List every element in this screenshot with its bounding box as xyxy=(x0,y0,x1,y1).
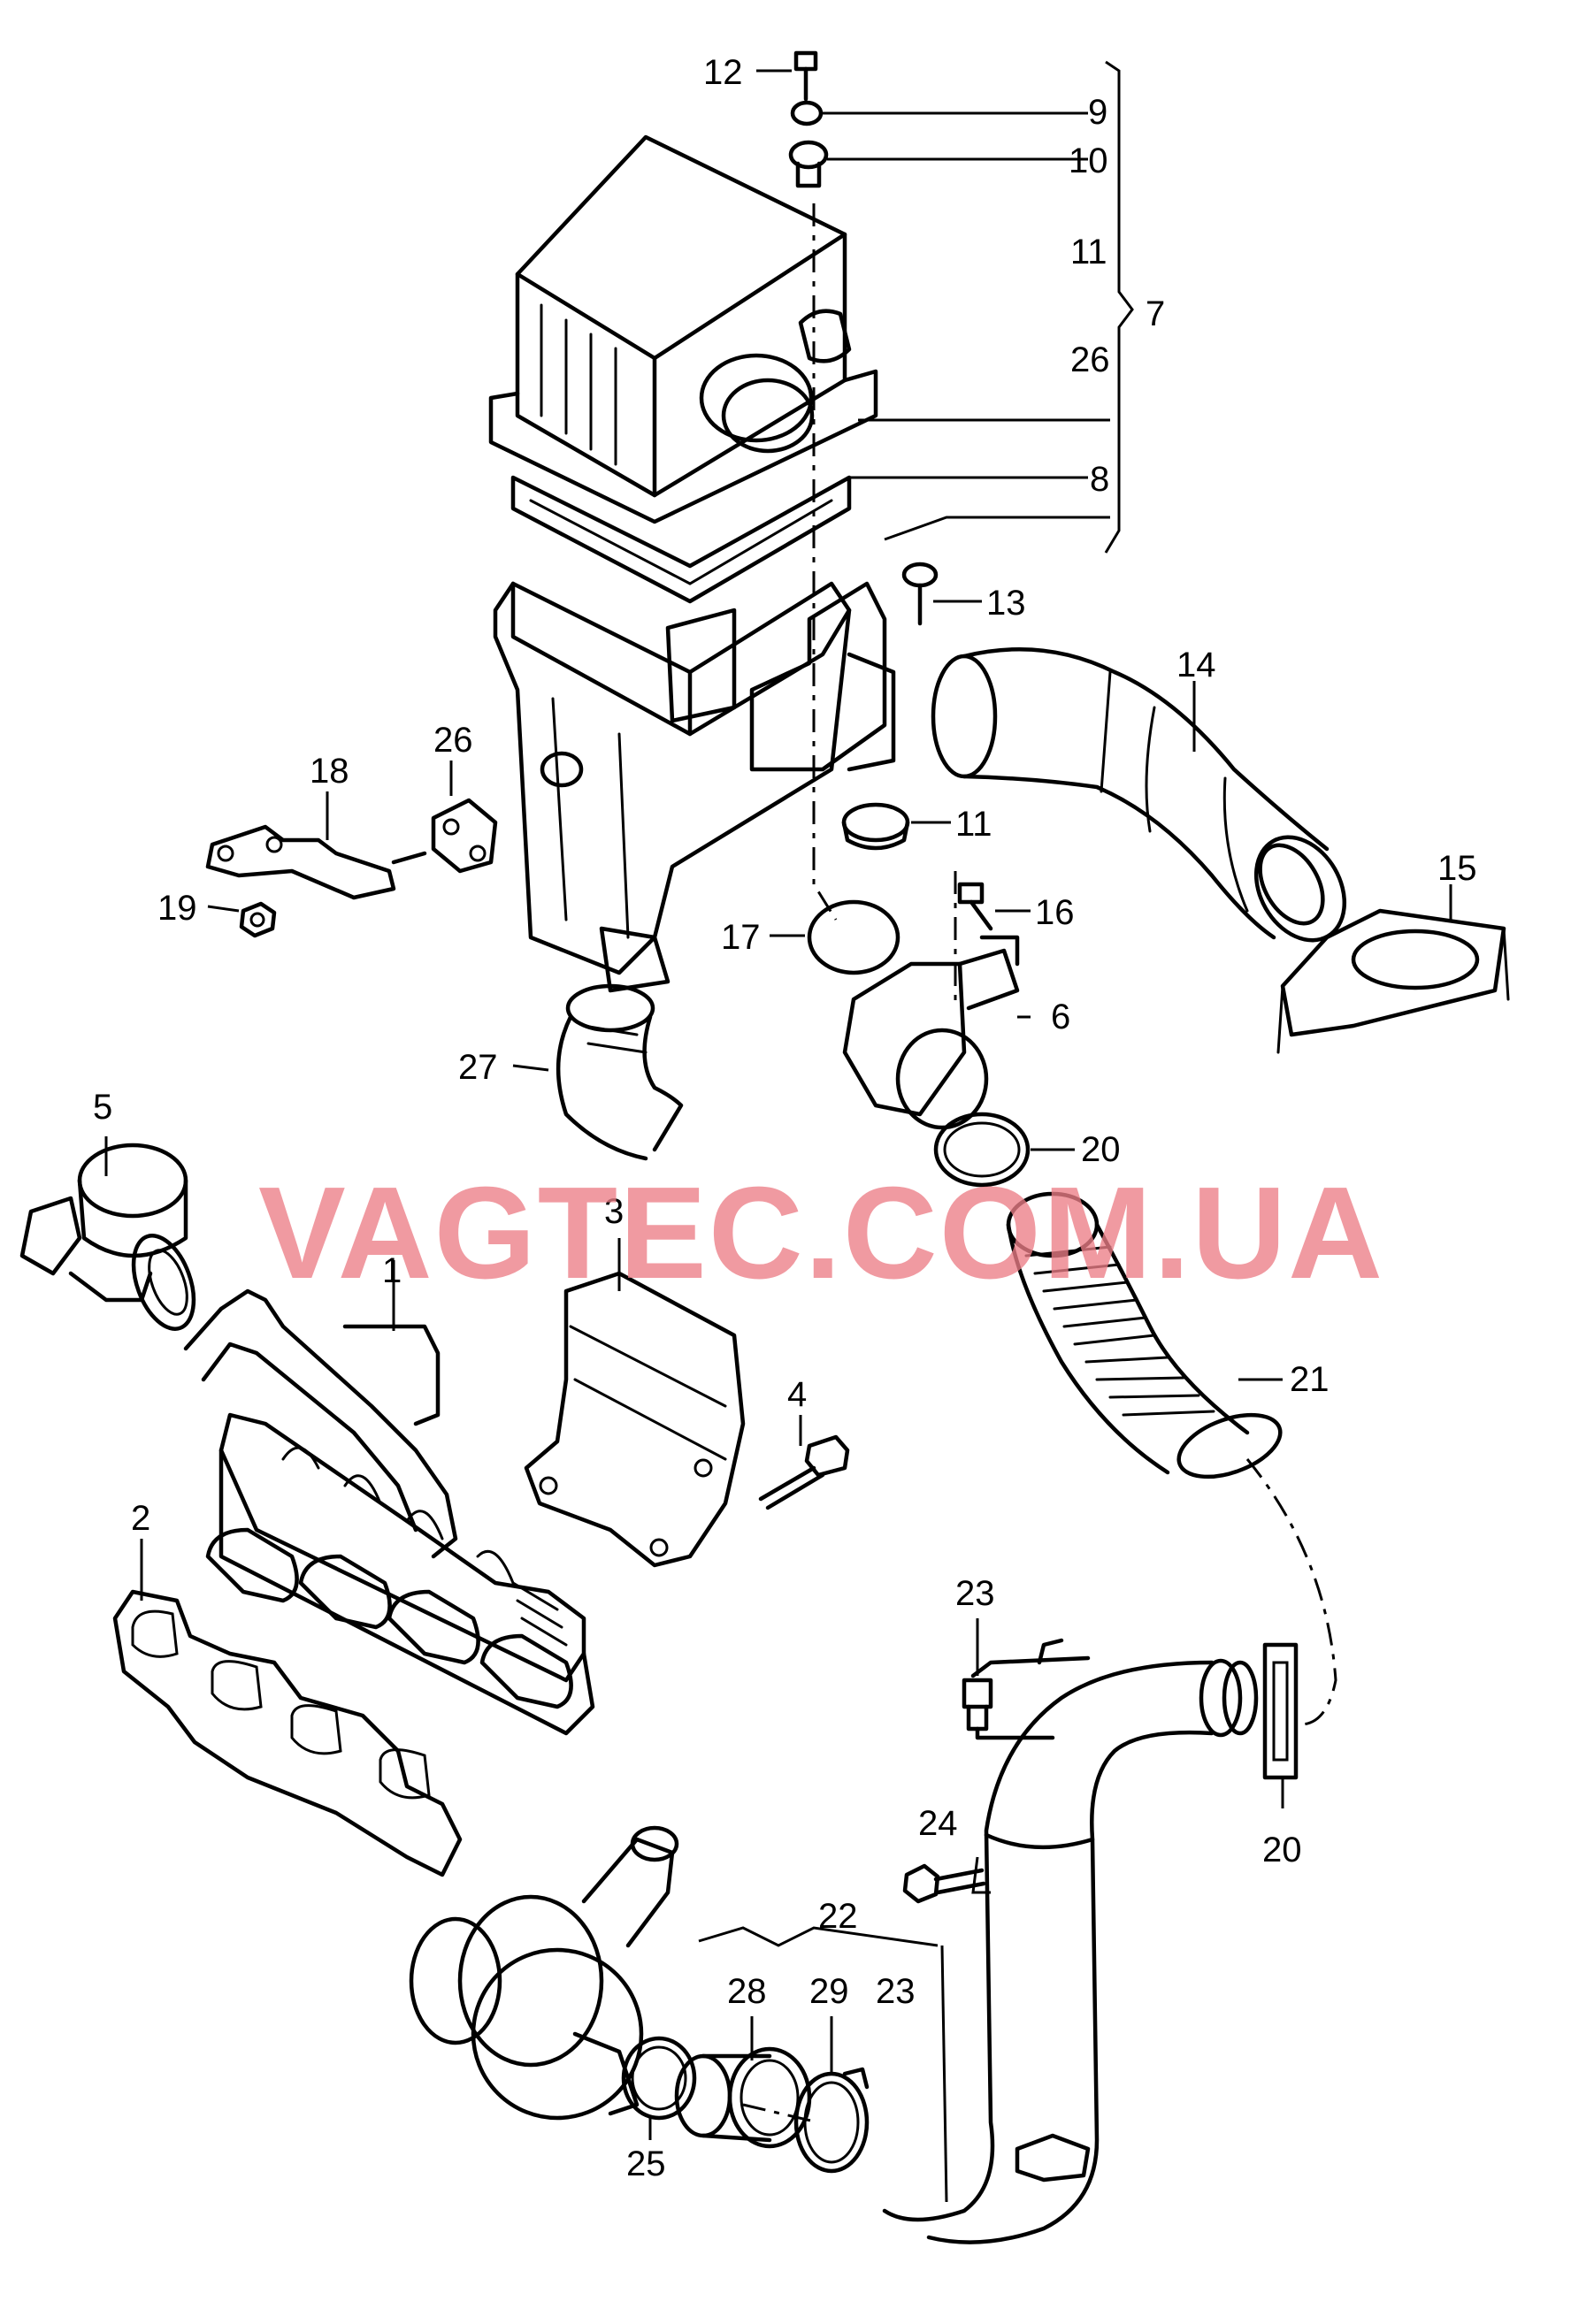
bracket-15 xyxy=(1276,908,1510,1054)
screw-13 xyxy=(901,562,939,626)
manifold-gasket-2 xyxy=(112,1589,463,1877)
grommet-11 xyxy=(841,802,910,851)
callout-8: 8 xyxy=(1090,460,1109,499)
hose-clamp-25 xyxy=(621,2036,697,2121)
heat-shield-3 xyxy=(524,1271,746,1568)
callout-4: 4 xyxy=(787,1375,807,1414)
callout-16: 16 xyxy=(1035,893,1075,932)
callout-11-lower: 11 xyxy=(955,805,992,844)
washer-9 xyxy=(790,100,824,126)
assembly-lines xyxy=(742,203,1337,2124)
turbocharger xyxy=(409,1825,679,2121)
callout-labels: 12 9 10 11 7 26 8 13 14 11 15 16 17 6 26… xyxy=(93,53,1477,2183)
leader-lines xyxy=(104,60,1452,2203)
callout-3: 3 xyxy=(604,1192,624,1231)
gasket-26 xyxy=(431,798,498,874)
pressure-pipe xyxy=(882,1638,1259,2244)
callout-20-lower: 20 xyxy=(1262,1831,1302,1869)
hose-sleeve-28 xyxy=(674,2046,812,2149)
callout-28: 28 xyxy=(727,1972,767,2011)
callout-26-upper: 26 xyxy=(1070,340,1110,379)
o-ring-17 xyxy=(807,899,900,975)
callout-19: 19 xyxy=(157,889,197,928)
nut-19 xyxy=(239,901,277,938)
mass-air-flow-sensor-6 xyxy=(842,935,1020,1130)
callout-21: 21 xyxy=(1290,1360,1330,1399)
bracket-18 xyxy=(205,824,427,900)
elbow-hose-27 xyxy=(556,983,684,1161)
callout-6: 6 xyxy=(1051,998,1070,1036)
callout-14: 14 xyxy=(1176,646,1216,684)
callout-25: 25 xyxy=(626,2144,666,2183)
callout-5: 5 xyxy=(93,1088,112,1127)
callout-12: 12 xyxy=(703,53,743,92)
intake-manifold-1 xyxy=(183,1288,595,1736)
callout-11-upper: 11 xyxy=(1070,233,1107,271)
callout-15: 15 xyxy=(1437,849,1477,888)
callout-24: 24 xyxy=(918,1804,958,1843)
callout-1: 1 xyxy=(382,1251,402,1290)
air-filter-assembly xyxy=(488,134,896,993)
hose-clamp-20-upper xyxy=(933,1112,1031,1188)
callout-13: 13 xyxy=(986,584,1026,623)
callout-9: 9 xyxy=(1088,93,1107,132)
callout-22: 22 xyxy=(818,1897,858,1936)
callout-7: 7 xyxy=(1146,294,1165,333)
callout-18: 18 xyxy=(310,752,349,791)
egr-valve-5 xyxy=(19,1143,196,1331)
callout-17: 17 xyxy=(721,918,761,957)
callout-26-left: 26 xyxy=(433,721,473,760)
hose-clamp-20-lower xyxy=(1262,1642,1299,1780)
callout-2: 2 xyxy=(131,1499,150,1538)
corrugated-hose-21 xyxy=(1006,1191,1283,1479)
callout-29: 29 xyxy=(809,1972,849,2011)
bolt-4 xyxy=(758,1434,850,1510)
screw-16 xyxy=(957,882,993,931)
callout-23-lower: 23 xyxy=(876,1972,916,2011)
callout-27: 27 xyxy=(458,1048,498,1087)
callout-20-upper: 20 xyxy=(1081,1130,1121,1169)
callout-23-upper: 23 xyxy=(955,1574,995,1613)
grommet-10 xyxy=(788,140,829,188)
callout-10: 10 xyxy=(1069,141,1108,180)
bolt-24 xyxy=(902,1863,986,1904)
bolt-12 xyxy=(793,50,818,102)
watermark: VAGTEC.COM.UA xyxy=(258,1160,1384,1306)
sensor-23 xyxy=(962,1678,1055,1740)
